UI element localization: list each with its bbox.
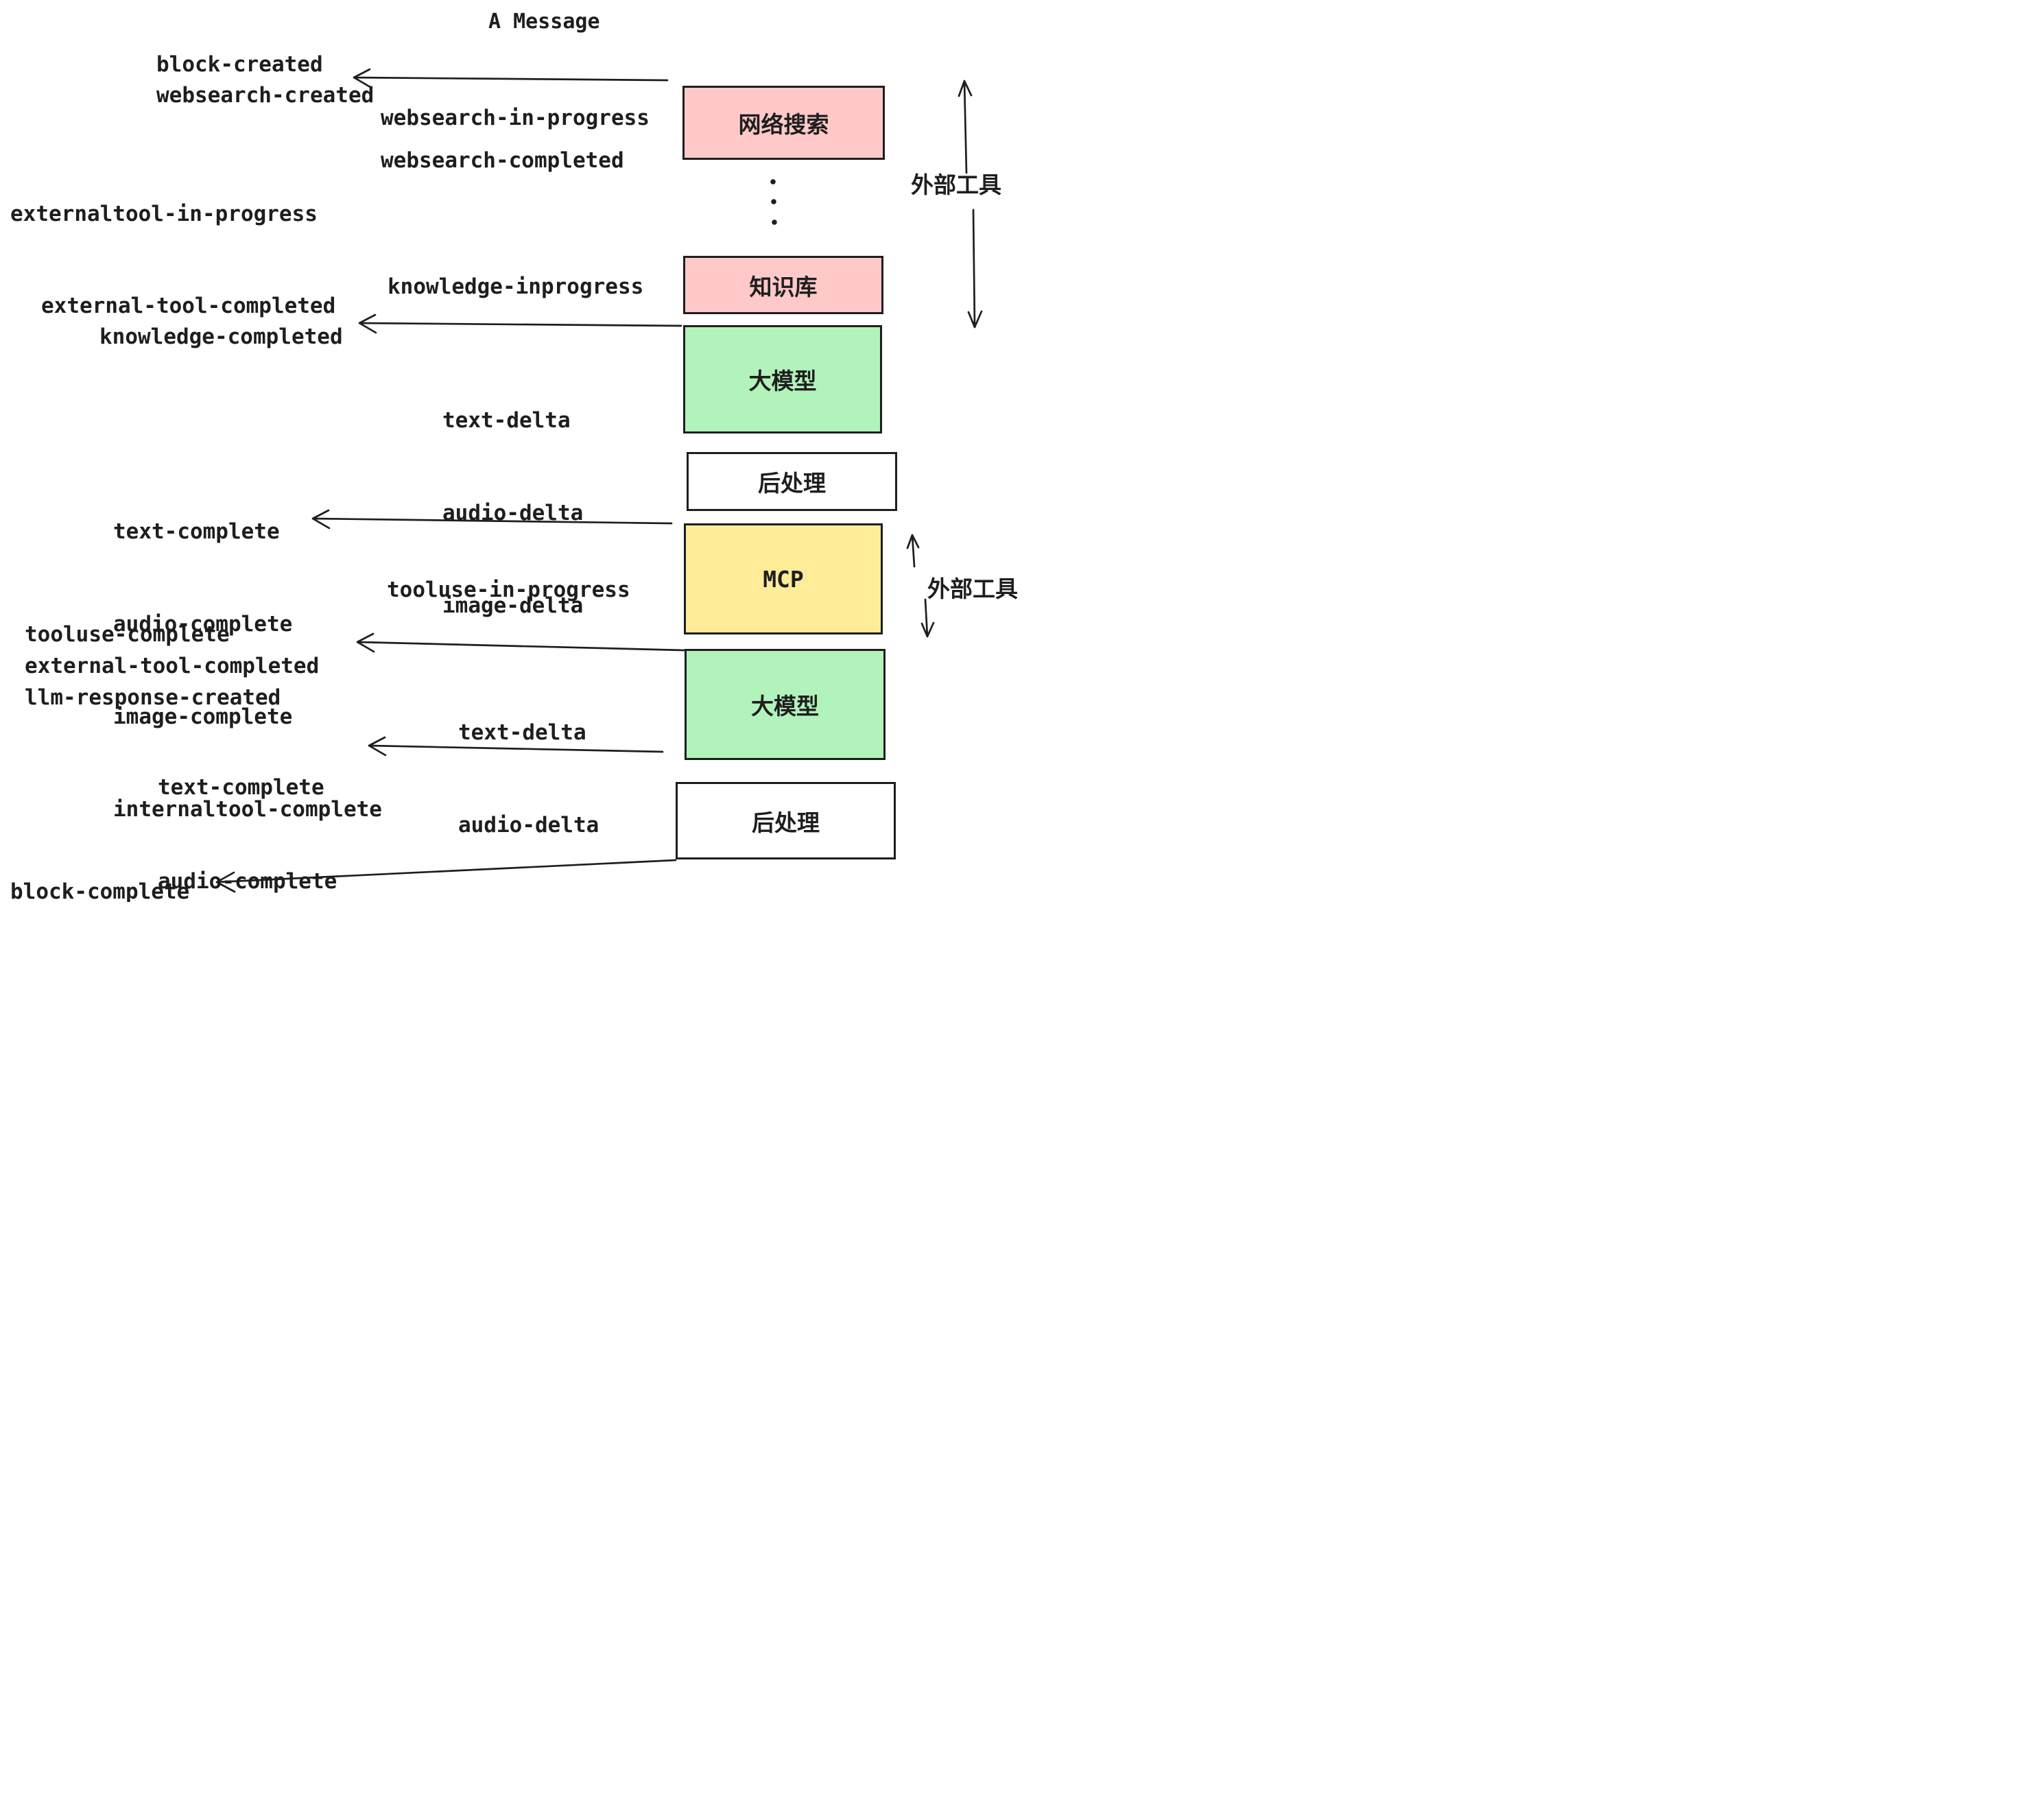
event-label-websearch-in-progress: websearch-in-progress: [381, 106, 650, 130]
side-label-external-tools-bottom: 外部工具: [927, 575, 1018, 602]
box-websearch: 网络搜索: [682, 86, 885, 160]
event-label-audio-delta-1: audio-delta: [442, 501, 584, 525]
box-postprocess-2-label: 后处理: [752, 809, 820, 836]
box-postprocess-1-label: 后处理: [758, 470, 826, 497]
box-mcp-label: MCP: [763, 565, 804, 593]
event-label-knowledge-inprogress: knowledge-inprogress: [388, 274, 644, 299]
box-postprocess-1: 后处理: [687, 452, 897, 511]
event-label-websearch-completed: websearch-completed: [381, 148, 624, 173]
event-cluster-completes-1: text-complete audio-complete image-compl…: [113, 455, 382, 887]
event-label-block-complete: block-complete: [10, 879, 190, 902]
event-label-external-tool-completed-2: external-tool-completed: [25, 654, 320, 678]
box-llm-2: 大模型: [685, 649, 886, 760]
external-tools-bottom-down-arrow: [920, 598, 935, 638]
box-knowledge: 知识库: [683, 256, 883, 314]
event-label-llm-response-created: llm-response-created: [25, 685, 281, 710]
box-llm-1: 大模型: [683, 325, 882, 434]
event-label-text-delta-1: text-delta: [442, 408, 571, 433]
event-label-knowledge-completed: knowledge-completed: [99, 324, 343, 349]
side-label-external-tools-top: 外部工具: [911, 171, 1001, 198]
diagram-title: A Message: [488, 10, 600, 34]
event-label-websearch-created: websearch-created: [156, 83, 375, 108]
event-label-audio-delta-2: audio-delta: [458, 813, 599, 838]
event-label-external-tool-completed-1: external-tool-completed: [41, 294, 336, 318]
box-websearch-label: 网络搜索: [738, 111, 829, 138]
event-label-text-complete-2: text-complete: [158, 775, 324, 800]
event-label-block-created: block-created: [156, 52, 323, 77]
external-tools-bottom-up-arrow: [906, 534, 920, 568]
event-label-externaltool-in-progress: externaltool-in-progress: [10, 202, 318, 226]
event-label-text-complete-1: text-complete: [113, 519, 280, 544]
arrow-to-websearch-created: [353, 68, 669, 88]
event-label-audio-complete-1: audio-complete: [113, 612, 293, 637]
event-label-image-delta-1: image-delta: [442, 593, 584, 618]
box-llm-2-label: 大模型: [751, 693, 819, 720]
event-label-tooluse-in-progress: tooluse-in-progress: [387, 578, 630, 602]
arrow-to-knowledge-completed: [358, 313, 682, 334]
external-tools-top-down-arrow: [967, 209, 983, 329]
event-label-tooluse-complete: tooluse-complete: [25, 622, 230, 647]
box-postprocess-2: 后处理: [676, 782, 896, 859]
box-knowledge-label: 知识库: [749, 273, 818, 300]
box-llm-1-label: 大模型: [748, 368, 817, 394]
diagram-canvas: A Message block-created websearch-create…: [0, 0, 1022, 902]
event-cluster-deltas-2: text-delta audio-delta image-delta: [458, 656, 599, 902]
event-label-audio-complete-2: audio-complete: [158, 869, 337, 894]
event-label-image-complete-1: image-complete: [113, 704, 293, 729]
box-mcp: MCP: [684, 523, 883, 634]
event-label-text-delta-2: text-delta: [458, 720, 586, 745]
event-cluster-deltas-1: text-delta audio-delta image-delta: [442, 344, 583, 683]
ellipsis-dots: [770, 179, 777, 225]
external-tools-top-up-arrow: [958, 80, 973, 174]
event-label-internaltool-complete-1: internaltool-complete: [113, 797, 382, 822]
event-cluster-completes-2: text-complete audio-complete image-compl…: [158, 709, 427, 902]
